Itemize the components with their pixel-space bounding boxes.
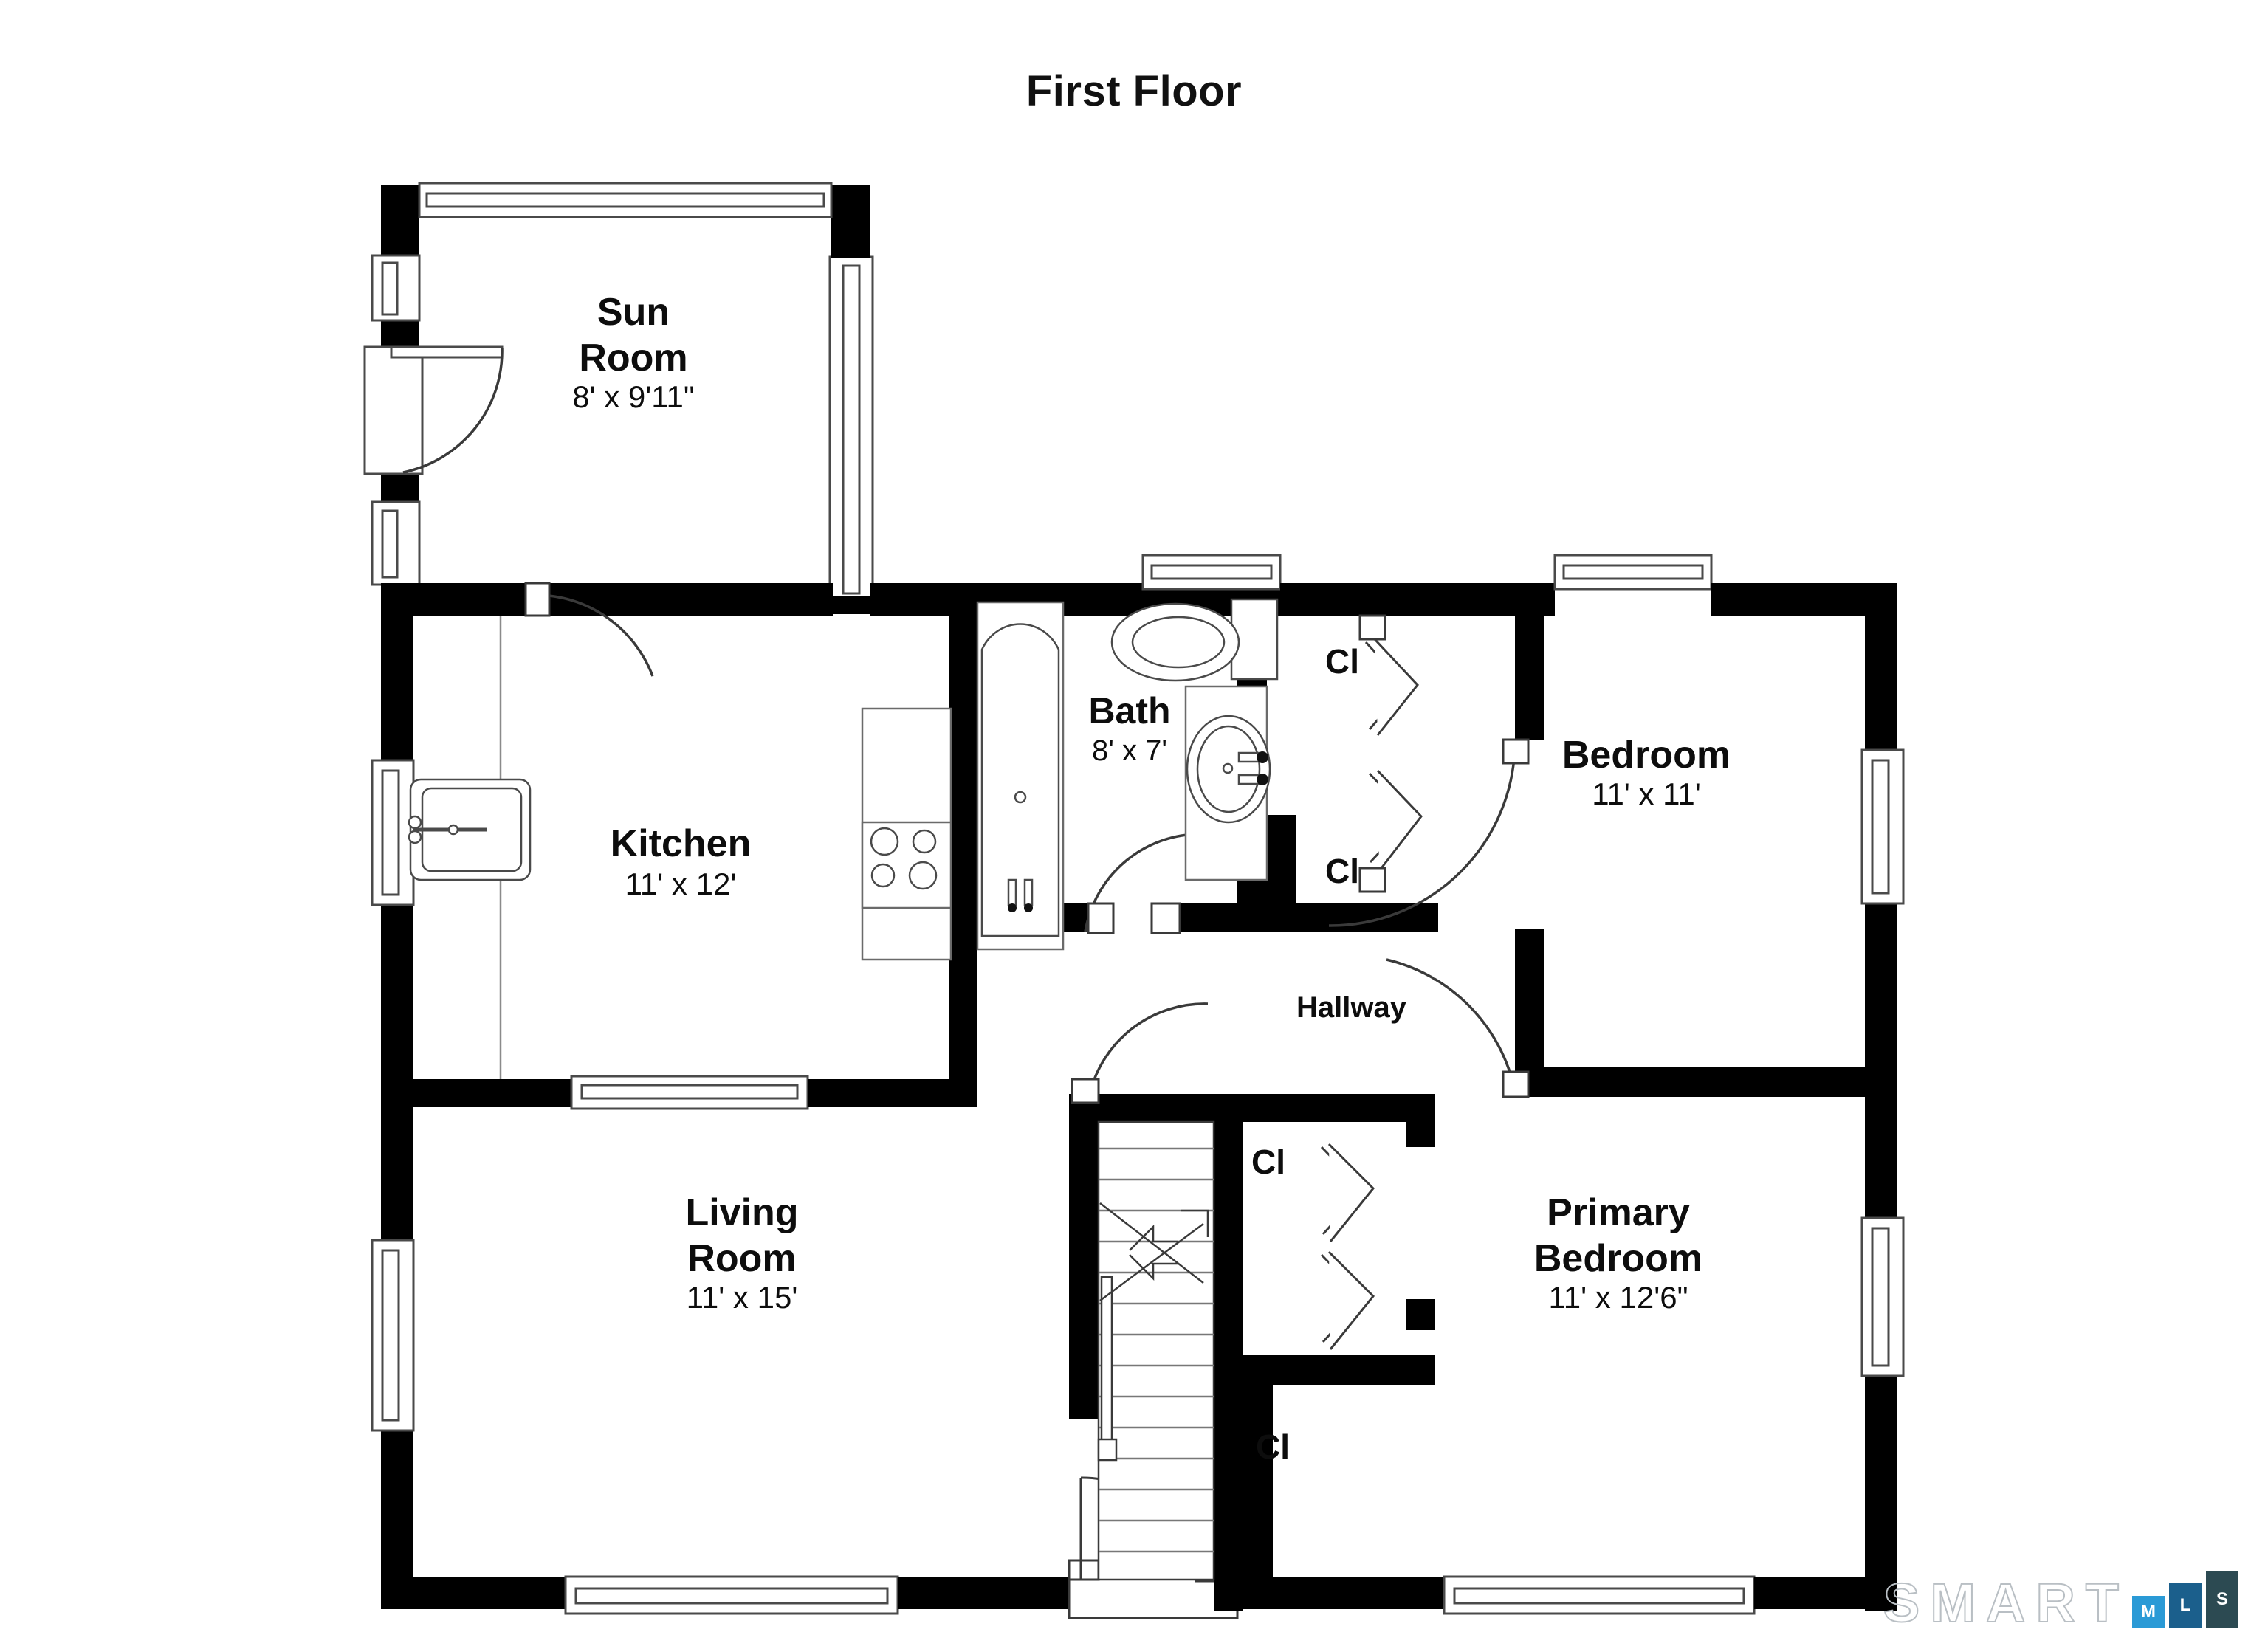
sun-room-name-line1: Sun: [597, 291, 670, 334]
closet-bifold-doors: [1320, 614, 1423, 1350]
staircase: [1097, 1120, 1215, 1581]
closet-entry-label: Cl: [1256, 1428, 1290, 1466]
watermark-brand-text: SMART: [1883, 1571, 2129, 1633]
living-room-name-line1: Living: [685, 1191, 798, 1234]
smart-mls-watermark: SMART M L S: [1883, 1571, 2238, 1633]
bath-dimensions: 8' x 7': [1092, 734, 1167, 767]
room-labels: Sun Room 8' x 9'11" Kitchen 11' x 12' Ba…: [572, 291, 1731, 1466]
closet-bedroom-upper-label: Cl: [1325, 642, 1359, 681]
kitchen-dimensions: 11' x 12': [625, 867, 737, 901]
bedroom-name: Bedroom: [1562, 734, 1731, 777]
bath-fixtures: [976, 598, 1279, 951]
watermark-l-box: L: [2169, 1583, 2202, 1628]
primary-bedroom-dimensions: 11' x 12'6": [1549, 1280, 1688, 1315]
hallway-label: Hallway: [1296, 991, 1407, 1024]
living-room-name-line2: Room: [687, 1237, 796, 1280]
bath-name: Bath: [1088, 690, 1170, 731]
living-room-dimensions: 11' x 15': [687, 1280, 798, 1315]
exterior-walls: [371, 554, 1905, 1615]
watermark-m-box: M: [2132, 1596, 2165, 1628]
bedroom-dimensions: 11' x 11': [1592, 777, 1701, 811]
kitchen-name: Kitchen: [611, 822, 752, 865]
sun-room-dimensions: 8' x 9'11": [572, 379, 695, 414]
primary-bedroom-name-line1: Primary: [1547, 1191, 1690, 1234]
watermark-s-box: S: [2206, 1571, 2238, 1628]
closet-stairs-label: Cl: [1251, 1143, 1285, 1181]
swing-doors: [524, 582, 1530, 1104]
closet-bedroom-lower-label: Cl: [1325, 852, 1359, 890]
sun-room-name-line2: Room: [579, 337, 687, 379]
primary-bedroom-name-line2: Bedroom: [1534, 1237, 1702, 1280]
kitchen-fixtures: [408, 616, 952, 1079]
page-title: First Floor: [1025, 67, 1243, 115]
